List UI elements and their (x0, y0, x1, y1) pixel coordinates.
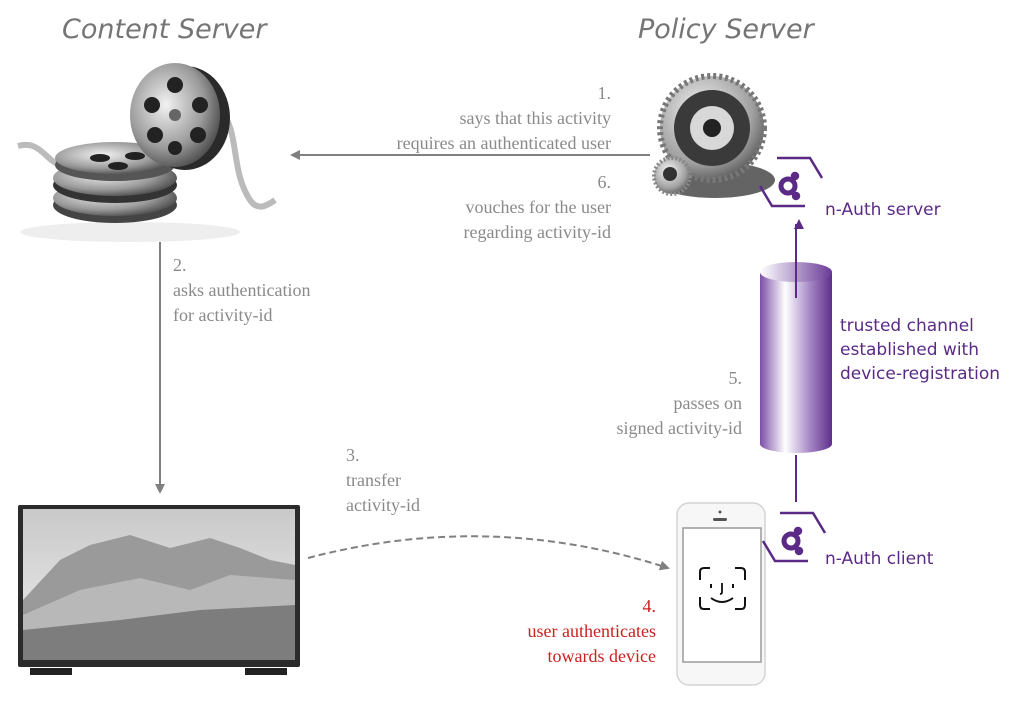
step-6-label: 6. vouches for the user regarding activi… (464, 170, 611, 245)
step-2-number: 2. (173, 255, 187, 275)
step-4-line-1: user authenticates (527, 621, 656, 641)
step-4-line-2: towards device (547, 646, 656, 666)
step-1-number: 1. (597, 83, 612, 103)
trusted-channel-line-3: device-registration (840, 364, 1001, 384)
step-5-line-2: signed activity-id (616, 418, 742, 438)
film-reels-icon (17, 63, 277, 242)
policy-server-heading: Policy Server (638, 14, 814, 45)
step-3-line-2: activity-id (346, 495, 420, 515)
step-1-line-2: requires an authenticated user (396, 133, 611, 153)
n-auth-server-logo-icon (758, 156, 824, 208)
arrow-tv-to-phone (307, 535, 670, 571)
gears-icon (652, 73, 775, 198)
step-1-line-1: says that this activity (459, 108, 611, 128)
n-auth-client-label: n-Auth client (825, 549, 934, 569)
television-icon (18, 505, 300, 675)
trusted-channel-line-2: established with (840, 340, 979, 360)
step-4-number: 4. (642, 596, 657, 616)
step-3-number: 3. (346, 445, 360, 465)
trusted-channel-label: trusted channel established with device-… (840, 314, 1000, 386)
step-2-line-2: for activity-id (173, 305, 273, 325)
step-1-label: 1. says that this activity requires an a… (397, 81, 611, 156)
cylinder-channel-icon (760, 262, 832, 453)
step-5-line-1: passes on (673, 393, 743, 413)
smartphone-face-id-icon (676, 502, 766, 686)
trusted-channel-line-1: trusted channel (840, 316, 974, 336)
step-3-line-1: transfer (346, 470, 401, 490)
content-server-heading: Content Server (62, 14, 267, 45)
step-6-line-2: regarding activity-id (463, 222, 611, 242)
step-3-label: 3. transfer activity-id (346, 443, 420, 518)
n-auth-server-label: n-Auth server (825, 200, 941, 220)
step-6-line-1: vouches for the user (465, 197, 611, 217)
step-6-number: 6. (597, 172, 612, 192)
step-2-line-1: asks authentication (173, 280, 311, 300)
n-auth-client-logo-icon (761, 511, 827, 563)
step-4-label: 4. user authenticates towards device (528, 594, 656, 669)
step-5-number: 5. (728, 368, 743, 388)
step-5-label: 5. passes on signed activity-id (617, 366, 742, 441)
step-2-label: 2. asks authentication for activity-id (173, 253, 310, 328)
